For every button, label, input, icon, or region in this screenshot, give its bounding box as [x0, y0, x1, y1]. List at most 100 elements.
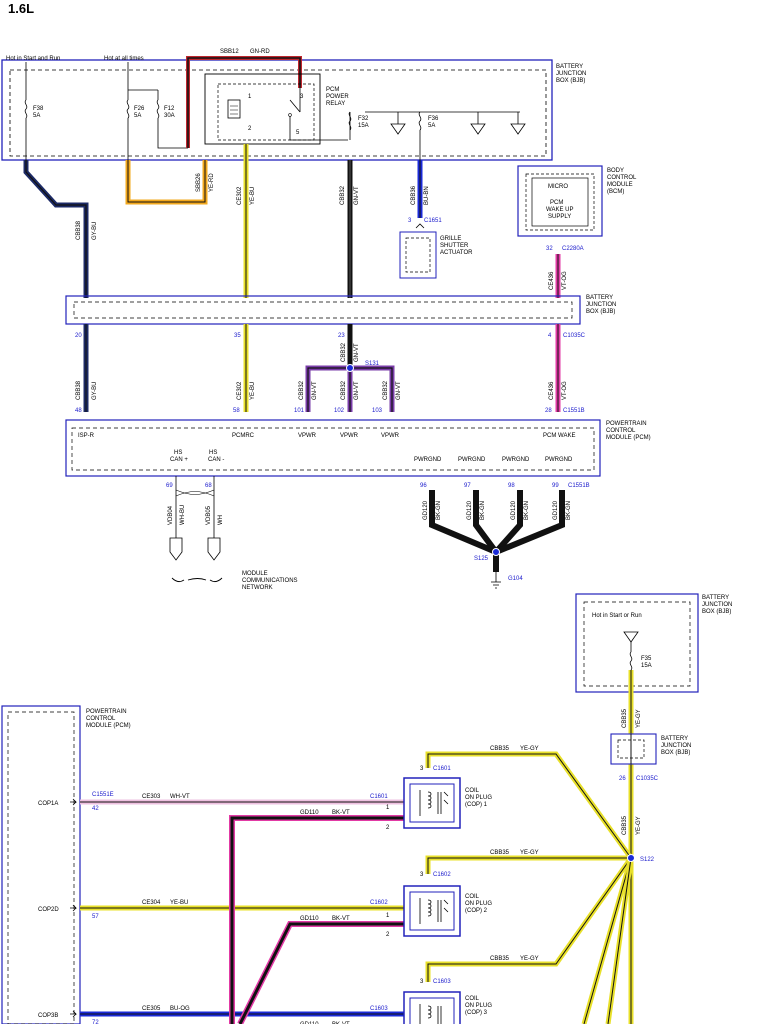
- c1603-pin-label: C1603: [370, 1006, 388, 1012]
- bcm-label-3: MODULE: [607, 182, 633, 188]
- bcm-box: [517, 165, 603, 237]
- can-connector-icon: [207, 537, 221, 561]
- vdb04-label: VDB04: [168, 505, 174, 525]
- sbb12-label: SBB12: [220, 49, 239, 55]
- bjb-low-label-2: JUNCTION: [702, 602, 732, 608]
- bjb-middle-outer: [65, 295, 581, 325]
- pwrgnd-3: PWRGND: [502, 457, 530, 463]
- ce436-label: CE436: [549, 271, 555, 290]
- fuse-f26-label: F26: [134, 106, 145, 112]
- gd110-label-1: GD110: [300, 810, 319, 816]
- gd120-label-1: GD120: [423, 500, 429, 520]
- bjb-low-label-3: BOX (BJB): [702, 609, 731, 615]
- ce305-label: CE305: [142, 1006, 161, 1012]
- coil-on-plug-3: [403, 991, 461, 1024]
- pin-28: 28: [545, 408, 552, 414]
- power-source-icon: [623, 631, 639, 643]
- pcm-pin-vpwr-3: VPWR: [381, 433, 400, 439]
- cbb32-c-color: GN-VT: [396, 381, 402, 400]
- cbb38-color: GY-BU: [92, 222, 98, 240]
- hot-all-times-label: Hot at all times: [104, 56, 144, 62]
- c2280a-pin: 32: [546, 246, 553, 252]
- c1651-pin: 3: [408, 218, 412, 224]
- pin-48: 48: [75, 408, 82, 414]
- pin-23: 23: [338, 333, 345, 339]
- grille-shutter-box: [399, 231, 437, 279]
- cop1-label-1: COIL: [465, 788, 480, 794]
- sbb26-color: YE-RD: [209, 173, 215, 192]
- gd110-label-2: GD110: [300, 916, 319, 922]
- gd120-color-1: BK-GN: [436, 501, 442, 520]
- branch2-color: YE-GY: [520, 850, 539, 856]
- cbb32-c-label: CBB32: [383, 380, 389, 400]
- s131-label: S131: [365, 361, 380, 367]
- wire-sbb26: [125, 160, 208, 205]
- ground-icon: [491, 581, 501, 589]
- bjb-small-label-1: BATTERY: [661, 736, 688, 742]
- cbb36-label: CBB36: [411, 185, 417, 205]
- c1601-label: C1601: [433, 766, 451, 772]
- cbb32-mid-color: GN-VT: [354, 343, 360, 362]
- pwrgnd-2: PWRGND: [458, 457, 486, 463]
- cop3b-label: COP3B: [38, 1013, 58, 1019]
- relay-pin-2: 2: [248, 126, 252, 132]
- fuse-f26-amps: 5A: [134, 113, 141, 119]
- g104-label: G104: [508, 576, 523, 582]
- cop3-pin-3: 3: [420, 979, 424, 985]
- pcm-pin-pcmrc: PCMRC: [232, 433, 255, 439]
- pin-72: 72: [92, 1020, 99, 1024]
- pin-26: 26: [619, 776, 626, 782]
- pin-102: 102: [334, 408, 345, 414]
- cop1-pin-2: 2: [386, 825, 390, 831]
- cop1-label-3: (COP) 1: [465, 802, 488, 808]
- vdb05-color: WH: [218, 515, 224, 525]
- pin-99: 99: [552, 483, 559, 489]
- pcm-pin-isp-r: ISP-R: [78, 433, 95, 439]
- cop3-label-2: ON PLUG: [465, 1003, 492, 1009]
- pcm-lower-box: [1, 705, 81, 1024]
- bjb-mid-label-3: BOX (BJB): [586, 309, 615, 315]
- relay-switch-icon: [289, 99, 301, 113]
- gd120-label-3: GD120: [511, 500, 517, 520]
- s125-label: S125: [474, 556, 489, 562]
- cbb36-color: BU-BN: [424, 186, 430, 205]
- grille-label-1: GRILLE: [440, 236, 461, 242]
- c2280a-label: C2280A: [562, 246, 584, 252]
- cbb38-label: CBB38: [76, 220, 82, 240]
- bjb-mid-label-1: BATTERY: [586, 295, 613, 301]
- coil-icon: [419, 898, 449, 924]
- ce303-label: CE303: [142, 794, 161, 800]
- cop2-label-3: (COP) 2: [465, 908, 488, 914]
- ce302-color: YE-BU: [250, 187, 256, 205]
- pin-35: 35: [234, 333, 241, 339]
- c1551b-bottom-label: C1551B: [568, 483, 590, 489]
- fuse-f32-label: F32: [358, 116, 369, 122]
- cbb32-label: CBB32: [340, 185, 346, 205]
- ce302-label: CE302: [237, 186, 243, 205]
- c1551b-top-label: C1551B: [563, 408, 585, 414]
- gd110-label-3: GD110: [300, 1022, 319, 1024]
- relay-coil-icon: [227, 99, 241, 119]
- cop1-pin-3: 3: [420, 766, 424, 772]
- cbb35-color-1: YE-GY: [636, 709, 642, 728]
- pin-97: 97: [464, 483, 471, 489]
- coil-icon: [419, 1004, 442, 1024]
- hs-can-plus-1: HS: [174, 450, 182, 456]
- pin-103: 103: [372, 408, 383, 414]
- vdb04-color: WH-BU: [180, 505, 186, 525]
- pin-4: 4: [548, 333, 552, 339]
- grille-label-3: ACTUATOR: [440, 250, 473, 256]
- mcn-label-1: MODULE: [242, 571, 268, 577]
- fuse-f12-amps: 30A: [164, 113, 175, 119]
- cop2-pin-3: 3: [420, 872, 424, 878]
- can-connector-icon: [169, 537, 183, 561]
- s122-label: S122: [640, 857, 655, 863]
- cbb35-label-1: CBB35: [622, 708, 628, 728]
- fuse-f36-icon: [418, 111, 422, 131]
- branch3-label: CBB35: [490, 956, 510, 962]
- cop2d-label: COP2D: [38, 907, 59, 913]
- bcm-wake-2: WAKE UP: [546, 207, 573, 213]
- pcm-pin-wake: PCM WAKE: [543, 433, 575, 439]
- bjb-top-inner: [9, 69, 547, 157]
- splice-s131: [346, 364, 354, 372]
